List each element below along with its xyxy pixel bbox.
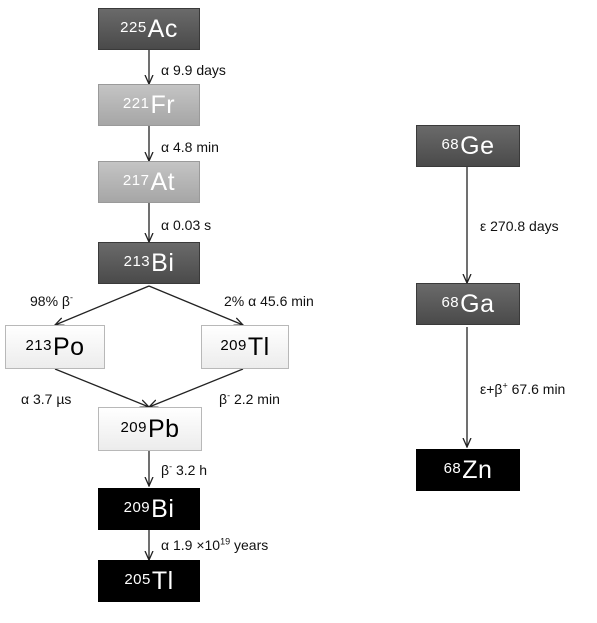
label-sup: 19	[220, 536, 231, 547]
element-symbol: At	[150, 167, 176, 196]
element-symbol: Ge	[460, 131, 495, 160]
element-symbol: Tl	[151, 566, 174, 595]
element-symbol: Zn	[462, 455, 493, 484]
label-text: 2.2 min	[230, 391, 280, 407]
element-symbol: Tl	[247, 332, 270, 361]
arrow-po-pb	[54, 368, 149, 407]
label-po-pb: α 3.7 µs	[21, 391, 72, 407]
element-symbol: Bi	[151, 494, 175, 523]
label-sup: -	[69, 292, 73, 303]
label-sup: -	[169, 461, 173, 472]
element-symbol: Bi	[151, 248, 175, 277]
label-text: β	[161, 462, 170, 478]
label-text: β	[219, 391, 228, 407]
label-text: α 1.9 ×10	[161, 537, 221, 553]
label-sup: -	[227, 390, 231, 401]
label-sup: +	[502, 380, 508, 391]
label-text: 98% β	[30, 293, 70, 309]
label-ga-zn: ε+β+ 67.6 min	[480, 381, 565, 397]
label-bi-tl: 2% α 45.6 min	[224, 293, 314, 309]
element-symbol: Po	[52, 332, 85, 361]
label-fr-at: α 4.8 min	[161, 139, 219, 155]
label-pb-bi: β- 3.2 h	[161, 462, 207, 478]
element-symbol: Ga	[460, 289, 495, 318]
label-ac-fr: α 9.9 days	[161, 62, 226, 78]
label-text: 3.2 h	[172, 462, 208, 478]
arrow-tl-pb	[149, 368, 244, 407]
label-bi-tl205: α 1.9 ×1019 years	[161, 537, 268, 553]
arrow-bi-tl	[148, 285, 243, 325]
label-text: 67.6 min	[507, 381, 566, 397]
element-symbol: Ac	[147, 14, 178, 43]
label-text: years	[230, 537, 269, 553]
element-symbol: Fr	[150, 90, 176, 119]
element-symbol: Pb	[147, 414, 180, 443]
arrow-bi-po	[55, 285, 150, 325]
label-tl-pb: β- 2.2 min	[219, 391, 280, 407]
label-at-bi: α 0.03 s	[161, 217, 212, 233]
label-bi-po: 98% β-	[30, 293, 73, 309]
label-text: ε+β	[480, 381, 503, 397]
label-ge-ga: ε 270.8 days	[480, 218, 559, 234]
